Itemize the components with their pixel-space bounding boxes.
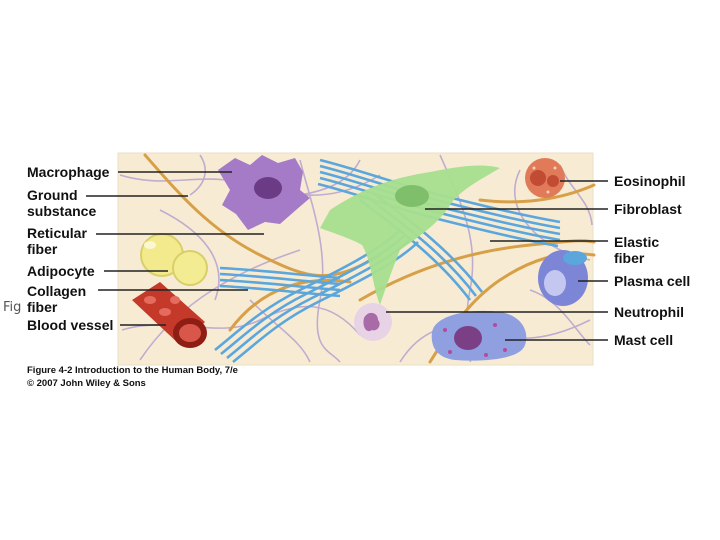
neutrophil: [354, 303, 392, 341]
label-elastic-fiber: fiber: [614, 250, 644, 266]
label-macrophage: Macrophage: [27, 164, 109, 180]
plasma-cell: [538, 250, 588, 306]
label-collagen-fiber: fiber: [27, 299, 57, 315]
label-adipocyte: Adipocyte: [27, 263, 95, 279]
label-collagen: Collagen: [27, 283, 86, 299]
truncated-slide-text: Fig: [3, 300, 21, 315]
label-mast-cell: Mast cell: [614, 332, 673, 348]
label-reticular: Reticular: [27, 225, 87, 241]
eosinophil: [525, 158, 565, 198]
mast-cell: [432, 311, 527, 361]
label-blood-vessel: Blood vessel: [27, 317, 113, 333]
label-reticular-fiber: fiber: [27, 241, 57, 257]
figure-copyright: © 2007 John Wiley & Sons: [27, 378, 146, 389]
label-elastic: Elastic: [614, 234, 659, 250]
label-plasma-cell: Plasma cell: [614, 273, 690, 289]
label-fibroblast: Fibroblast: [614, 201, 682, 217]
label-substance: substance: [27, 203, 96, 219]
label-neutrophil: Neutrophil: [614, 304, 684, 320]
figure-caption: Figure 4-2 Introduction to the Human Bod…: [27, 365, 238, 376]
label-ground: Ground: [27, 187, 78, 203]
label-eosinophil: Eosinophil: [614, 173, 686, 189]
